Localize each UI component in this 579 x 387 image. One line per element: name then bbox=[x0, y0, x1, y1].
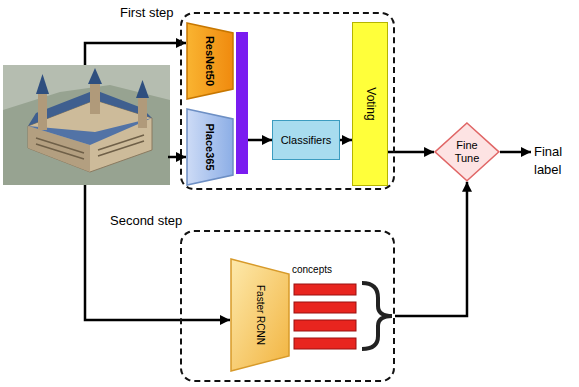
castle-spire bbox=[36, 74, 49, 94]
concept-bar bbox=[294, 302, 356, 313]
model-name: Place365 bbox=[204, 123, 216, 170]
output-label: Final label bbox=[534, 143, 574, 178]
concept-bar bbox=[294, 338, 356, 349]
input-arrow bbox=[168, 156, 186, 159]
castle-tower bbox=[90, 84, 100, 114]
brace bbox=[362, 283, 392, 349]
diamond-shape bbox=[435, 123, 499, 181]
process-label: Voting bbox=[363, 87, 376, 120]
step-group: ResNet50Place365ClassifiersVotingFirst s… bbox=[180, 12, 395, 190]
decision-label: Fine Tune bbox=[450, 139, 484, 164]
decision-diamond: Fine Tune bbox=[434, 122, 500, 182]
castle-spire bbox=[88, 68, 102, 84]
encoder-trapezoid: Place365 bbox=[186, 108, 234, 186]
concept-label: concepts bbox=[292, 263, 332, 277]
encoder-trapezoid: ResNet50 bbox=[186, 22, 234, 100]
detector-trapezoid: Faster RCNN bbox=[230, 258, 290, 372]
model-name: Faster RCNN bbox=[255, 285, 266, 345]
feature-concat-bar bbox=[236, 32, 248, 174]
input-arrow bbox=[85, 43, 186, 65]
feature-arrow bbox=[248, 139, 272, 142]
trapezoid-shape bbox=[187, 109, 233, 185]
model-name: ResNet50 bbox=[204, 36, 216, 86]
step-heading: First step bbox=[120, 5, 173, 20]
output-arrow bbox=[500, 151, 531, 154]
castle-windows bbox=[36, 135, 144, 159]
castle-tower bbox=[138, 98, 147, 128]
flow-arrow bbox=[340, 139, 352, 142]
image-ground bbox=[3, 65, 170, 185]
castle-image bbox=[3, 65, 170, 185]
trapezoid-shape bbox=[231, 259, 289, 371]
process-box: Classifiers bbox=[272, 120, 340, 160]
concept-bar bbox=[294, 320, 356, 331]
step-heading: Second step bbox=[110, 213, 182, 228]
trapezoid-shape bbox=[187, 23, 233, 99]
castle-tower bbox=[38, 94, 47, 130]
process-box: Voting bbox=[352, 22, 388, 186]
flow-arrow bbox=[395, 182, 467, 316]
process-label: Classifiers bbox=[281, 134, 332, 146]
castle-spire bbox=[136, 80, 149, 98]
concept-bar bbox=[294, 284, 356, 295]
step-group: Faster RCNNSecond step bbox=[180, 230, 395, 382]
input-arrow bbox=[85, 185, 230, 320]
